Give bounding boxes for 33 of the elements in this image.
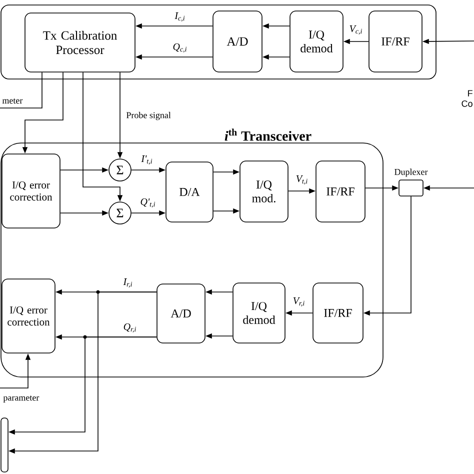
edge-label: Q$_{r,i}$ — [122, 322, 138, 334]
edge-label: V$_{t,i}$ — [294, 174, 310, 186]
edge-label: I'$_{t,i}$ — [140, 154, 154, 166]
process-box: Tx Calibration Processor — [24, 12, 136, 72]
process-box — [0, 418, 8, 472]
process-box: A/D — [212, 10, 262, 72]
edge-label: Probe signal — [125, 110, 172, 122]
node-label: i$^{th}$ Transceiver — [224, 128, 312, 141]
process-box: I/Q demod — [290, 10, 344, 72]
process-box: I/Q mod. — [240, 160, 288, 222]
node-label: Duplexer — [394, 168, 428, 177]
process-box: IF/RF — [368, 10, 422, 72]
process-box: I/Q error correction — [2, 154, 60, 228]
duplexer-box: Duplexer — [394, 168, 428, 196]
edge-label: parameter — [2, 394, 40, 404]
process-box: A/D — [156, 284, 206, 344]
outer-frame — [0, 4, 436, 80]
process-box: IF/RF — [312, 282, 364, 344]
process-box: D/A — [166, 162, 214, 222]
process-box: IF/RF — [316, 160, 366, 222]
side-label: F Co — [462, 90, 472, 107]
edge-label: Q'$_{t,i}$ — [139, 197, 157, 209]
edge-label: V$_{c,i}$ — [348, 24, 364, 36]
edge-label: meter — [1, 97, 24, 105]
process-box: I/Q error correction — [2, 278, 56, 354]
summing-junction: Σ — [108, 202, 132, 224]
summing-junction: Σ — [108, 158, 132, 182]
edge-label: I$_{c,i}$ — [174, 11, 186, 23]
edge-label: V$_{r,i}$ — [292, 296, 306, 308]
edge-label: I$_{r,i}$ — [122, 277, 134, 289]
edge-label: Q$_{c,i}$ — [172, 42, 188, 54]
process-box: I/Q demod — [232, 282, 286, 344]
connector-line — [0, 72, 42, 108]
